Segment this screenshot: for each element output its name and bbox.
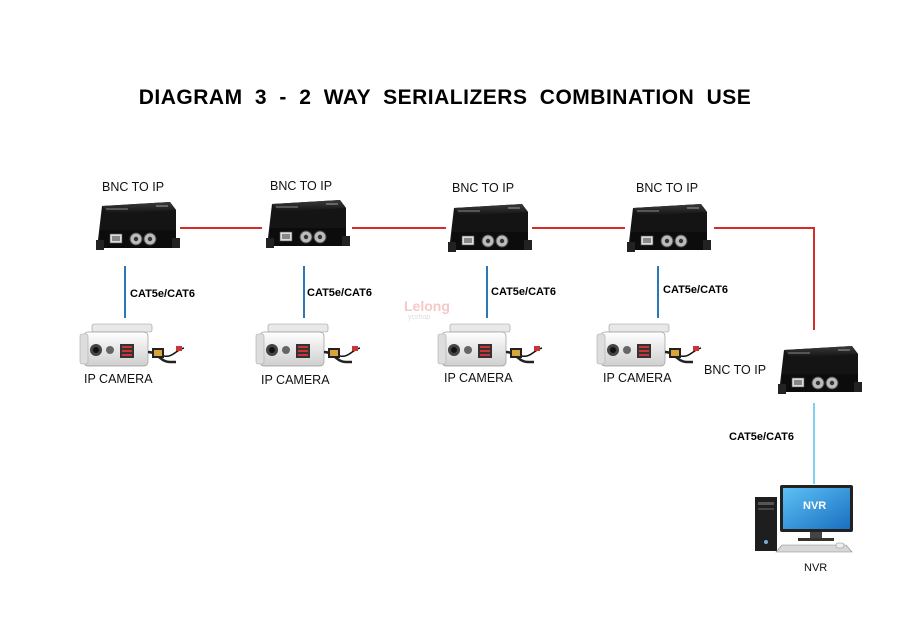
converter-label-4: BNC TO IP — [636, 181, 699, 195]
cable-label-2: CAT5e/CAT6 — [307, 287, 372, 299]
nvr-label: NVR — [804, 562, 828, 574]
camera-label-1: IP CAMERA — [84, 372, 153, 386]
camera-label-2: IP CAMERA — [261, 373, 330, 387]
camera-label-3: IP CAMERA — [444, 371, 513, 385]
converter-device-2 — [265, 199, 351, 249]
converter-device-5 — [777, 345, 863, 395]
ip-camera-2 — [254, 322, 362, 368]
link-lines — [180, 227, 815, 330]
ip-camera-3 — [436, 322, 544, 368]
cat-cables — [124, 266, 815, 484]
cable-label-4: CAT5e/CAT6 — [663, 284, 728, 296]
converter-device-4 — [626, 203, 712, 253]
converter-device-3 — [447, 203, 533, 253]
link-line-4-5 — [714, 227, 815, 330]
converter-label-5: BNC TO IP — [704, 363, 767, 377]
nvr-screen-text: NVR — [803, 500, 827, 512]
cable-label-nvr: CAT5e/CAT6 — [729, 431, 794, 443]
cable-label-1: CAT5e/CAT6 — [130, 288, 195, 300]
converter-label-1: BNC TO IP — [102, 180, 165, 194]
converter-label-2: BNC TO IP — [270, 179, 333, 193]
ip-camera-4 — [595, 322, 703, 368]
diagram-title: DIAGRAM 3 - 2 WAY SERIALIZERS COMBINATIO… — [138, 86, 752, 109]
watermark-text: Lelong — [404, 298, 450, 314]
nvr-computer-icon — [755, 485, 853, 553]
cable-label-3: CAT5e/CAT6 — [491, 286, 556, 298]
watermark-subtext: ycshop — [408, 314, 431, 321]
converter-device-1 — [95, 201, 181, 251]
camera-label-4: IP CAMERA — [603, 371, 672, 385]
ip-camera-1 — [78, 322, 186, 368]
watermark: Lelong ycshop — [404, 298, 450, 321]
converter-label-3: BNC TO IP — [452, 181, 515, 195]
